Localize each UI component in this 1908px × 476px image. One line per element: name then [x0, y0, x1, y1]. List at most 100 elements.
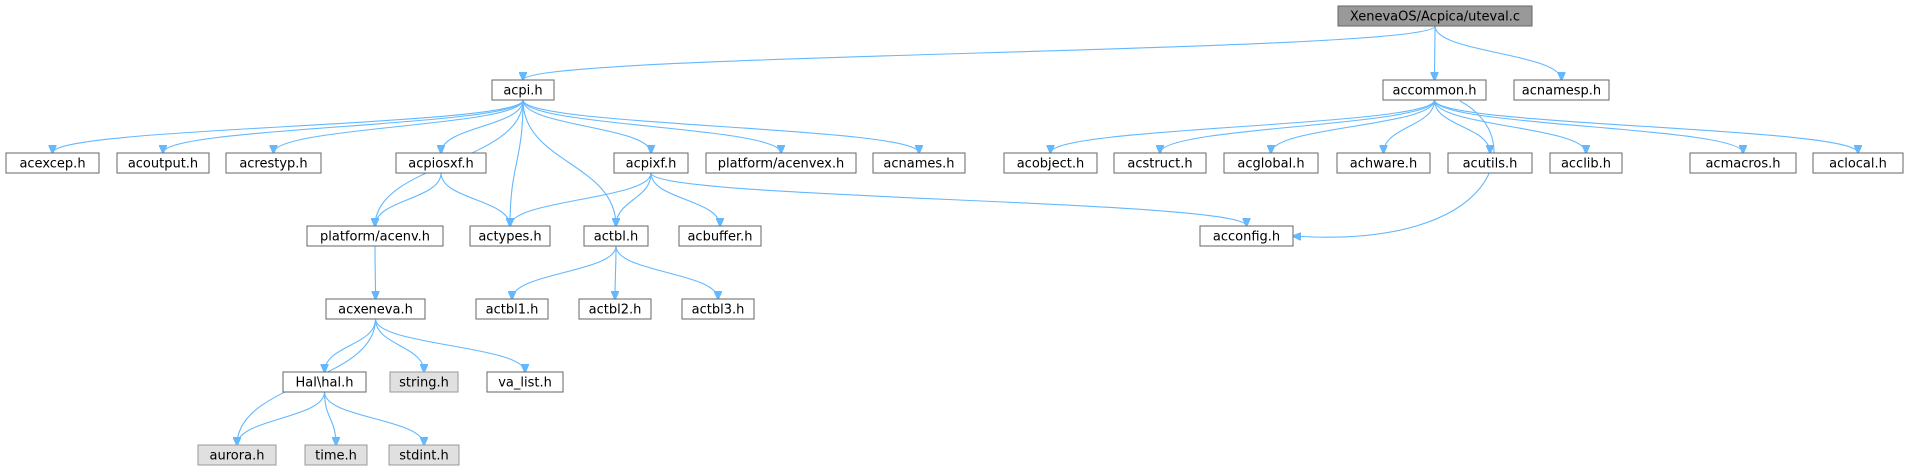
- node-timeh: time.h: [304, 444, 368, 466]
- edge-acxeneva-to-stringh: [374, 318, 425, 372]
- node-acstruct[interactable]: acstruct.h: [1113, 152, 1207, 174]
- edge-acpiosxf-to-actypes: [440, 172, 510, 226]
- node-box: [306, 225, 444, 247]
- node-box: [388, 444, 460, 466]
- node-label: string.h: [399, 376, 449, 391]
- node-box: [1549, 152, 1623, 174]
- edges: [53, 25, 1859, 445]
- edge-acpi-to-acnames: [522, 99, 919, 153]
- node-acexcep[interactable]: acexcep.h: [5, 152, 100, 174]
- node-box: [678, 225, 762, 247]
- node-stdint: stdint.h: [388, 444, 460, 466]
- node-box: [116, 152, 210, 174]
- node-box: [395, 152, 487, 174]
- edge-accommon-to-acutils: [1433, 99, 1491, 153]
- node-aclocal[interactable]: aclocal.h: [1812, 152, 1904, 174]
- node-halh[interactable]: Hal\hal.h: [282, 371, 367, 393]
- edge-acpiosxf-to-acenv: [375, 172, 442, 226]
- edge-accommon-to-acclib: [1433, 99, 1587, 153]
- edge-actbl-to-actbl2: [615, 245, 616, 299]
- node-label: actypes.h: [478, 230, 541, 245]
- node-label: acpiosxf.h: [408, 157, 473, 172]
- edge-acpi-to-acoutput: [163, 99, 524, 153]
- edge-acpi-to-acpiosxf: [441, 99, 524, 153]
- edge-accommon-to-acconfig: [1293, 100, 1495, 237]
- edge-accommon-to-acstruct: [1160, 99, 1436, 153]
- node-label: actbl3.h: [692, 303, 745, 318]
- node-acmacros[interactable]: acmacros.h: [1689, 152, 1797, 174]
- node-label: acrestyp.h: [239, 157, 307, 172]
- node-stringh: string.h: [389, 371, 459, 393]
- nodes: XenevaOS/Acpica/uteval.c acpi.h accommon.h…: [5, 5, 1904, 466]
- edge-uteval-to-acnamesp: [1434, 25, 1562, 80]
- edge-accommon-to-acmacros: [1433, 99, 1744, 153]
- node-box: [1223, 152, 1319, 174]
- node-acutils[interactable]: acutils.h: [1447, 152, 1533, 174]
- edge-halh-to-stdint: [323, 391, 425, 445]
- node-acclib[interactable]: acclib.h: [1549, 152, 1623, 174]
- node-acpixf[interactable]: acpixf.h: [613, 152, 689, 174]
- node-box: [583, 225, 649, 247]
- node-label: acnames.h: [883, 157, 954, 172]
- node-box: [613, 152, 689, 174]
- edge-actbl-to-actbl3: [615, 245, 718, 299]
- node-actbl1[interactable]: actbl1.h: [475, 298, 549, 320]
- node-box: [705, 152, 857, 174]
- node-box: [1113, 152, 1207, 174]
- node-label: accommon.h: [1392, 84, 1476, 99]
- node-label: platform/acenvex.h: [718, 157, 845, 172]
- node-acbuffer[interactable]: acbuffer.h: [678, 225, 762, 247]
- node-acrestyp[interactable]: acrestyp.h: [225, 152, 322, 174]
- node-actbl[interactable]: actbl.h: [583, 225, 649, 247]
- edge-acpixf-to-acconfig: [650, 172, 1247, 226]
- node-box: [389, 371, 459, 393]
- node-accommon[interactable]: accommon.h: [1382, 79, 1487, 101]
- node-actbl3[interactable]: actbl3.h: [681, 298, 755, 320]
- node-label: acmacros.h: [1705, 157, 1780, 172]
- edge-acpi-to-acpixf: [522, 99, 651, 153]
- node-actypes[interactable]: actypes.h: [469, 225, 551, 247]
- node-box: [1382, 79, 1487, 101]
- node-label: actbl1.h: [486, 303, 539, 318]
- node-label: actbl2.h: [589, 303, 642, 318]
- node-box: [225, 152, 322, 174]
- node-acobject[interactable]: acobject.h: [1003, 152, 1098, 174]
- node-box: [325, 298, 426, 320]
- node-acpiosxf[interactable]: acpiosxf.h: [395, 152, 487, 174]
- node-label: stdint.h: [399, 449, 448, 464]
- node-box: [5, 152, 100, 174]
- node-box: [469, 225, 551, 247]
- edge-acpi-to-acenvex: [522, 99, 781, 153]
- node-acxeneva[interactable]: acxeneva.h: [325, 298, 426, 320]
- node-label: acxeneva.h: [338, 303, 413, 318]
- node-acconfig[interactable]: acconfig.h: [1199, 225, 1294, 247]
- node-label: time.h: [315, 449, 357, 464]
- edge-halh-to-timeh: [323, 391, 337, 445]
- node-box: [486, 371, 564, 393]
- node-box: [1199, 225, 1294, 247]
- node-label: aurora.h: [210, 449, 265, 464]
- node-acpi[interactable]: acpi.h: [491, 79, 555, 101]
- node-acnames[interactable]: acnames.h: [872, 152, 966, 174]
- edge-acxeneva-to-va_list: [374, 318, 526, 372]
- node-label: acobject.h: [1017, 157, 1085, 172]
- node-box: [1336, 152, 1431, 174]
- node-acenv[interactable]: platform/acenv.h: [306, 225, 444, 247]
- node-label: XenevaOS/Acpica/uteval.c: [1350, 10, 1520, 25]
- node-acoutput[interactable]: acoutput.h: [116, 152, 210, 174]
- node-acglobal[interactable]: acglobal.h: [1223, 152, 1319, 174]
- node-label: acbuffer.h: [687, 230, 752, 245]
- node-actbl2[interactable]: actbl2.h: [578, 298, 652, 320]
- node-label: acexcep.h: [19, 157, 85, 172]
- node-box: [491, 79, 555, 101]
- node-achware[interactable]: achware.h: [1336, 152, 1431, 174]
- edge-accommon-to-acobject: [1051, 99, 1436, 153]
- node-acnamesp[interactable]: acnamesp.h: [1513, 79, 1610, 101]
- node-va_list[interactable]: va_list.h: [486, 371, 564, 393]
- edge-acpi-to-acrestyp: [274, 99, 524, 153]
- node-acenvex[interactable]: platform/acenvex.h: [705, 152, 857, 174]
- node-box: [475, 298, 549, 320]
- node-box: [1812, 152, 1904, 174]
- node-label: aclocal.h: [1829, 157, 1887, 172]
